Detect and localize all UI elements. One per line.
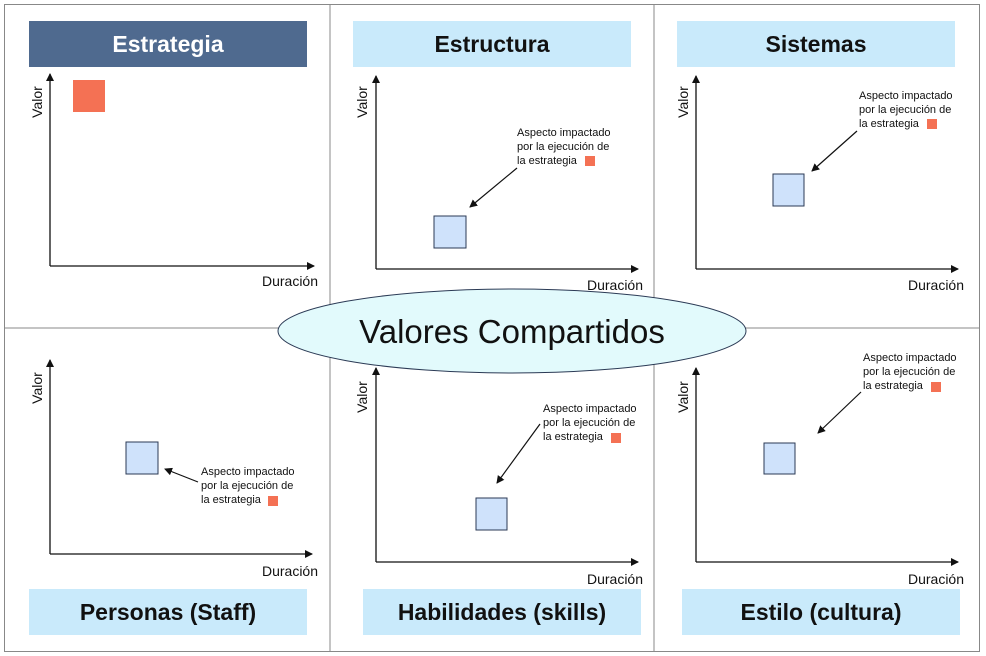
shared-values-shape <box>277 288 747 374</box>
callout-arrow <box>164 467 199 483</box>
impact-marker-large <box>73 80 105 112</box>
impact-box <box>125 441 159 475</box>
callout-text-line-3: la estrategia <box>863 380 924 392</box>
y-axis-label: Valor <box>29 372 45 404</box>
panel-title: Habilidades (skills) <box>398 599 606 625</box>
callout-text-line-1: Aspecto impactado <box>517 127 611 139</box>
callout-text-line-2: por la ejecución de <box>859 104 951 116</box>
panel-estilo: Estilo (cultura) Valor Duración Aspecto … <box>675 352 964 635</box>
panel-sistemas: Sistemas Valor Duración Aspecto impactad… <box>675 21 964 293</box>
callout-text-line-3: la estrategia <box>201 494 262 506</box>
x-axis-label: Duración <box>587 571 643 587</box>
panel-header-bar <box>677 21 955 67</box>
y-axis-label: Valor <box>29 86 45 118</box>
callout-arrow <box>811 130 858 172</box>
impact-box <box>772 173 805 207</box>
callout-marker <box>927 119 937 129</box>
callout-text-line-2: por la ejecución de <box>863 366 955 378</box>
callout-marker <box>611 433 621 443</box>
impact-box <box>763 442 796 475</box>
callout-text-line-1: Aspecto impactado <box>543 403 637 415</box>
panel-title: Estrategia <box>112 31 223 57</box>
callout-text-line-1: Aspecto impactado <box>201 466 295 478</box>
panel-habilidades: Habilidades (skills) Valor Duración Aspe… <box>354 367 643 635</box>
callout-text-line-3: la estrategia <box>517 155 578 167</box>
panel-header-bar <box>29 21 307 67</box>
callout-text-line-2: por la ejecución de <box>517 141 609 153</box>
callout-marker <box>931 382 941 392</box>
callout-arrow <box>817 391 862 434</box>
shared-values-ellipse: Valores Compartidos <box>277 288 747 374</box>
panel-estrategia: Estrategia Valor Duración <box>29 21 318 289</box>
panel-title: Estilo (cultura) <box>740 599 901 625</box>
callout-marker <box>585 156 595 166</box>
impact-box <box>475 497 508 531</box>
callout-arrow <box>469 167 518 208</box>
panel-title: Sistemas <box>765 31 866 57</box>
shared-values-label: Valores Compartidos <box>359 313 665 350</box>
panel-title: Estructura <box>434 31 549 57</box>
panel-header-bar <box>353 21 631 67</box>
panel-personas: Personas (Staff) Valor Duración Aspecto … <box>29 359 318 635</box>
x-axis-label: Duración <box>262 273 318 289</box>
panel-estructura: Estructura Valor Duración Aspecto impact… <box>353 21 643 293</box>
x-axis-label: Duración <box>587 277 643 293</box>
callout-text-line-1: Aspecto impactado <box>863 352 957 364</box>
callout-marker <box>268 496 278 506</box>
callout-text-line-3: la estrategia <box>543 431 604 443</box>
y-axis-label: Valor <box>354 86 370 118</box>
x-axis-label: Duración <box>262 563 318 579</box>
panel-header-bar <box>29 589 307 635</box>
panel-header-bar <box>682 589 960 635</box>
callout-text-line-2: por la ejecución de <box>201 480 293 492</box>
y-axis-label: Valor <box>675 86 691 118</box>
panel-title: Personas (Staff) <box>80 599 256 625</box>
callout-arrow <box>496 423 541 484</box>
callout-text-line-1: Aspecto impactado <box>859 90 953 102</box>
y-axis-label: Valor <box>354 381 370 413</box>
x-axis-label: Duración <box>908 571 964 587</box>
impact-box <box>433 215 467 249</box>
x-axis-label: Duración <box>908 277 964 293</box>
panel-header-bar <box>363 589 641 635</box>
callout-text-line-2: por la ejecución de <box>543 417 635 429</box>
y-axis-label: Valor <box>675 381 691 413</box>
callout-text-line-3: la estrategia <box>859 118 920 130</box>
